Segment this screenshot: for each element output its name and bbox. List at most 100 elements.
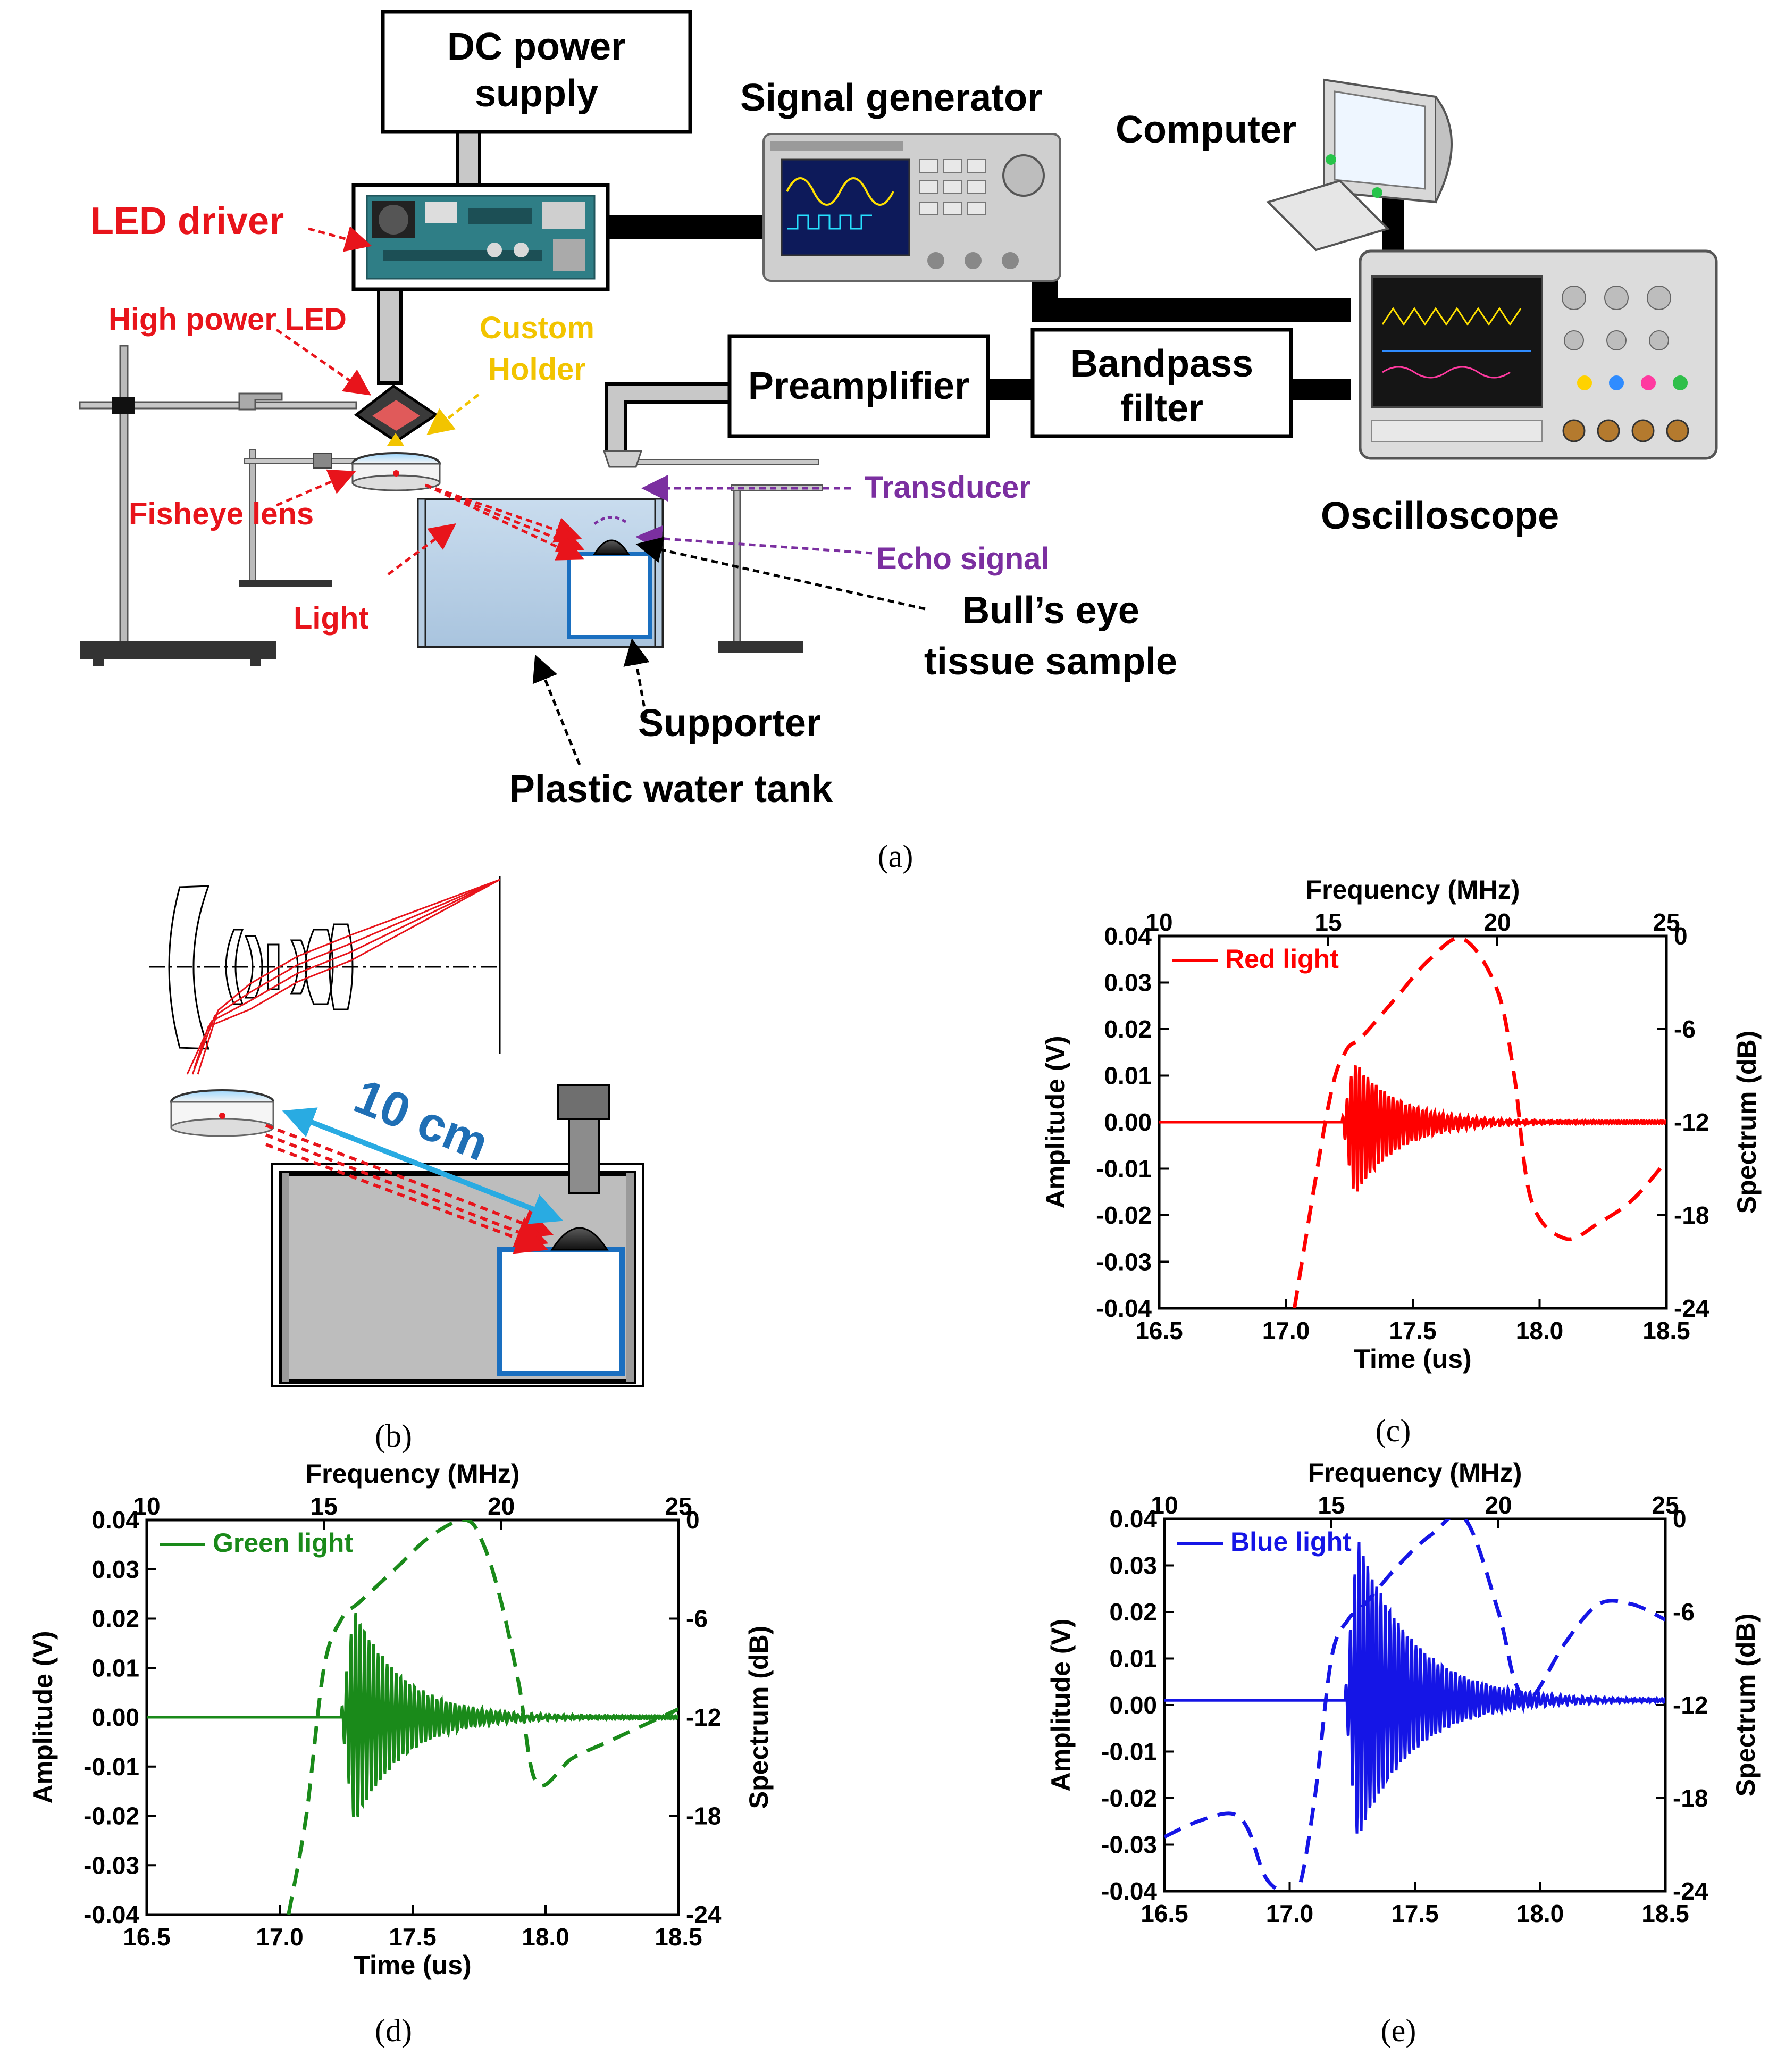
distance-label: 10 cm: [347, 1069, 496, 1171]
x-tick-label: 18.5: [1641, 1900, 1689, 1927]
y-tick-label: 0.03: [1104, 969, 1152, 997]
y-tick-label: 0.00: [1109, 1691, 1157, 1719]
signal-series: [1159, 1065, 1666, 1192]
signal-series: [147, 1613, 678, 1817]
y2-tick-label: -6: [686, 1605, 708, 1633]
y2-tick-label: -18: [1674, 1201, 1709, 1229]
caption-e: (e): [1381, 2013, 1416, 2048]
legend-label: Red light: [1225, 944, 1339, 974]
y2-tick-label: -12: [686, 1703, 721, 1731]
y2-tick-label: -6: [1673, 1598, 1695, 1626]
y-tick-label: 0.01: [91, 1654, 139, 1682]
y-axis-label: Amplitude (V): [1046, 1619, 1076, 1792]
signal-generator-label: Signal generator: [740, 77, 1042, 119]
caption-d: (d): [375, 2013, 412, 2048]
computer-label: Computer: [1116, 108, 1296, 151]
led-driver-board: [351, 183, 610, 291]
y-tick-label: -0.03: [1101, 1831, 1157, 1859]
y2-tick-label: -24: [686, 1901, 722, 1928]
x-tick-label: 18.5: [655, 1923, 702, 1951]
dc-power-supply-box: DC power supply: [381, 10, 692, 134]
y-tick-label: -0.04: [83, 1901, 139, 1928]
x2-tick-label: 15: [1314, 908, 1342, 936]
y-tick-label: -0.03: [83, 1851, 139, 1879]
x2-tick-label: 20: [1483, 908, 1511, 936]
panel-b: 10 cm (b): [149, 876, 644, 1453]
x2-axis-label: Frequency (MHz): [1308, 1458, 1522, 1488]
y-tick-label: -0.01: [83, 1753, 139, 1781]
x2-tick-label: 20: [1485, 1491, 1512, 1519]
y-tick-label: 0.03: [91, 1556, 139, 1583]
spectrum-series: [287, 1520, 678, 1915]
x2-tick-label: 10: [1145, 908, 1172, 936]
dc-power-label-1: DC power: [447, 26, 626, 68]
led-driver-label: LED driver: [90, 200, 284, 243]
y-tick-label: 0.00: [1104, 1108, 1152, 1136]
y-tick-label: -0.04: [1101, 1877, 1157, 1905]
caption-b: (b): [375, 1418, 412, 1453]
y-axis-label: Amplitude (V): [1041, 1036, 1070, 1209]
y-tick-label: -0.02: [1096, 1201, 1152, 1229]
x-tick-label: 18.0: [1516, 1317, 1564, 1344]
dc-power-label-2: supply: [475, 72, 598, 115]
echo-signal-label: Echo signal: [876, 541, 1050, 576]
spectrum-series: [1292, 936, 1666, 1308]
y-tick-label: 0.00: [91, 1703, 139, 1731]
supporter-label: Supporter: [638, 702, 821, 745]
fisheye-lens-label: Fisheye lens: [129, 497, 314, 531]
light-label: Light: [294, 601, 369, 636]
y-tick-label: -0.02: [83, 1802, 139, 1830]
y-tick-label: 0.02: [91, 1605, 139, 1633]
plastic-water-tank-label: Plastic water tank: [509, 768, 833, 811]
signal-generator-device: [762, 133, 1061, 282]
lens-ray-diagram: [149, 876, 501, 1054]
y-tick-label: 0.04: [1109, 1505, 1157, 1533]
y2-tick-label: -24: [1674, 1294, 1709, 1322]
y2-tick-label: -12: [1674, 1108, 1709, 1136]
water-tank: [417, 498, 664, 648]
oscilloscope-device: [1359, 249, 1718, 460]
panel-a: DC power supply: [79, 10, 1718, 874]
x-tick-label: 16.5: [1141, 1900, 1188, 1927]
y2-axis-label: Spectrum (dB): [1732, 1031, 1762, 1214]
custom-holder-label-1: Custom: [480, 311, 594, 345]
tank-b: [271, 1084, 644, 1387]
x-axis-label: Time (us): [1354, 1344, 1471, 1374]
annotation-arrows: [275, 226, 926, 765]
fisheye-lens-b: [170, 1089, 274, 1137]
x-tick-label: 16.5: [123, 1923, 171, 1951]
legend-label: Green light: [213, 1528, 353, 1558]
y2-axis-label: Spectrum (dB): [744, 1626, 774, 1809]
x2-tick-label: 10: [1151, 1491, 1178, 1519]
y2-tick-label: -18: [1673, 1784, 1708, 1812]
bulls-eye-label-2: tissue sample: [924, 640, 1177, 683]
y-axis-label: Amplitude (V): [28, 1631, 58, 1804]
x-tick-label: 17.0: [1262, 1317, 1310, 1344]
x-tick-label: 18.0: [522, 1923, 569, 1951]
x-tick-label: 17.0: [1266, 1900, 1314, 1927]
lab-stand-left: [79, 345, 362, 666]
bandpass-label-1: Bandpass: [1070, 342, 1253, 385]
y-tick-label: 0.01: [1109, 1645, 1157, 1673]
transducer-label: Transducer: [865, 470, 1031, 505]
x-tick-label: 16.5: [1135, 1317, 1183, 1344]
oscilloscope-label: Oscilloscope: [1321, 495, 1559, 537]
x-tick-label: 17.5: [1389, 1317, 1437, 1344]
computer-device: [1266, 78, 1453, 252]
y2-axis-label: Spectrum (dB): [1731, 1614, 1761, 1797]
x2-tick-label: 15: [311, 1492, 338, 1520]
x-tick-label: 17.5: [1391, 1900, 1439, 1927]
bandpass-filter-box: Bandpass filter: [1030, 328, 1293, 438]
y2-tick-label: 0: [686, 1506, 700, 1534]
x2-tick-label: 20: [488, 1492, 515, 1520]
x2-tick-label: 25: [1653, 908, 1680, 936]
y-tick-label: -0.01: [1101, 1738, 1157, 1766]
y2-tick-label: 0: [1673, 1505, 1687, 1533]
panel-a-labels: Signal generator Computer Oscilloscope L…: [90, 77, 1559, 874]
y-tick-label: -0.02: [1101, 1784, 1157, 1812]
preamplifier-label: Preamplifier: [748, 365, 969, 407]
